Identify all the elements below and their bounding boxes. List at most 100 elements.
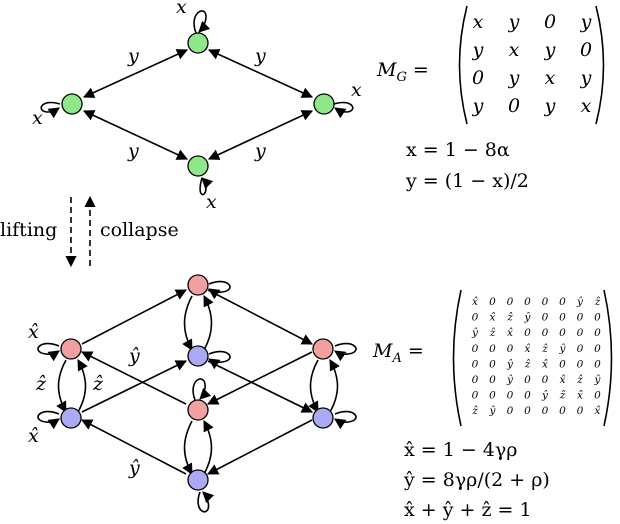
- matrix-ma-cell-6-7: 0: [594, 390, 601, 402]
- node-bottom: [187, 155, 209, 177]
- matrix-ma-cell-2-0: ŷ: [471, 326, 479, 339]
- edge-midred-botblue-a: [182, 420, 193, 475]
- matrix-ma-cell-6-4: ŷ: [541, 389, 549, 402]
- matrix-ma-cell-6-2: 0: [507, 390, 514, 402]
- matrix-ma-cell-0-2: 0: [507, 296, 514, 308]
- matrix-ma-cell-5-0: 0: [472, 374, 479, 386]
- matrix-ma-cell-6-5: ẑ: [559, 389, 566, 402]
- matrix-mg-cell-3-2: y: [544, 95, 556, 117]
- matrix-ma-cell-5-7: ŷ: [594, 373, 602, 386]
- matrix-ma-cell-5-4: 0: [542, 374, 549, 386]
- equation-sum-hat: x̂ + ŷ + ẑ = 1: [404, 499, 532, 521]
- collapse-label: collapse: [100, 219, 179, 241]
- node-top-red: [187, 274, 209, 296]
- loop-label-left: x: [32, 107, 43, 129]
- matrix-ma-cell-7-5: 0: [559, 405, 566, 417]
- loop-right: [333, 101, 354, 119]
- matrix-mg-cell-1-0: y: [472, 39, 484, 61]
- matrix-mg-cell-3-1: 0: [508, 95, 520, 117]
- label-z-hat-right: ẑ: [92, 373, 104, 395]
- edge-top-right: [207, 49, 314, 98]
- matrix-ma-cell-2-4: 0: [542, 327, 549, 339]
- matrix-ma-cell-6-1: 0: [489, 390, 496, 402]
- top-graph: y y y y x x x x: [32, 0, 362, 213]
- node-mid-red: [187, 399, 209, 421]
- node-left-red: [60, 338, 82, 360]
- matrix-ma-cell-0-5: 0: [559, 296, 566, 308]
- matrix-mg-cell-2-2: x: [545, 67, 556, 89]
- matrix-mg-right-paren: [595, 5, 605, 125]
- node-mid-blue: [187, 345, 209, 367]
- label-x-hat-top: x̂: [28, 321, 39, 343]
- node-top: [187, 32, 209, 54]
- node-right-blue: [312, 407, 334, 429]
- matrix-ma-right-paren: [603, 289, 613, 427]
- matrix-ma-cell-1-5: 0: [559, 312, 566, 324]
- matrix-mg-cell-0-3: y: [580, 11, 592, 33]
- lifting-label: lifting: [0, 219, 57, 241]
- matrix-ma-cell-7-0: ẑ: [471, 404, 478, 417]
- edge-label-top-left: y: [127, 45, 139, 67]
- edge-midblue-topred-b: [203, 295, 214, 351]
- edge-topred-midblue-a: [182, 295, 193, 351]
- matrix-ma-cell-4-1: 0: [489, 358, 496, 370]
- loop-rblue: [334, 410, 357, 430]
- matrix-mg-cell-1-3: 0: [580, 39, 592, 61]
- matrix-ma-cell-7-3: 0: [524, 405, 531, 417]
- loop-topred: [208, 280, 231, 300]
- matrix-ma-cell-2-3: 0: [524, 327, 531, 339]
- loop-bottom: [199, 177, 214, 196]
- matrix-mg-name: MG=: [376, 59, 429, 85]
- edge-midblue-rblue: [207, 360, 314, 413]
- matrix-ma-cell-1-4: 0: [542, 312, 549, 324]
- edge-lblue-lred-b: [77, 359, 88, 413]
- loop-label-right: x: [351, 79, 362, 101]
- edge-midred-lred: [80, 351, 187, 405]
- edge-label-top-right: y: [254, 45, 266, 67]
- matrix-mg-cell-3-0: y: [472, 95, 484, 117]
- node-bottom-blue: [187, 469, 209, 491]
- matrix-ma-cell-1-3: ŷ: [524, 311, 532, 324]
- matrix-ma-cell-7-2: 0: [507, 405, 514, 417]
- matrix-ma-cell-5-5: x̂: [560, 374, 566, 386]
- node-left-blue: [60, 407, 82, 429]
- loop-lred: [37, 342, 60, 362]
- matrix-mg-cell-1-1: x: [509, 39, 520, 61]
- matrix-ma-cell-3-0: 0: [472, 343, 479, 355]
- matrix-ma-name: MA=: [372, 340, 424, 366]
- matrix-ma-cell-4-5: 0: [559, 358, 566, 370]
- edge-topred-rred: [207, 289, 313, 345]
- matrix-ma-left-paren: [452, 289, 462, 427]
- matrix-ma-cell-6-6: x̂: [577, 390, 583, 402]
- loop-rred: [334, 342, 357, 362]
- loop-midred: [192, 378, 212, 401]
- loop-botblue: [197, 491, 215, 513]
- matrix-mg-cell-2-0: 0: [472, 67, 484, 89]
- matrix-ma-cell-7-7: x̂: [595, 405, 601, 417]
- matrix-ma-cell-0-1: 0: [489, 296, 496, 308]
- edge-botblue-midred-b: [203, 420, 214, 475]
- equation-y-hat: ŷ = 8γρ/(2 + ρ): [403, 469, 550, 491]
- loop-midblue: [208, 350, 231, 370]
- matrix-ma-cell-7-6: 0: [577, 405, 584, 417]
- edge-lblue-midblue: [81, 360, 188, 413]
- edge-label-bottom-right: y: [254, 140, 266, 162]
- matrix-ma-cell-4-4: x̂: [542, 358, 548, 370]
- loop-lblue: [37, 410, 60, 430]
- matrix-ma-cell-4-6: 0: [577, 358, 584, 370]
- edge-left-bottom: [82, 110, 189, 160]
- matrix-ma-cell-7-1: ŷ: [489, 404, 497, 417]
- matrix-ma-cell-2-2: x̂: [507, 327, 513, 339]
- edge-botblue-lblue: [81, 419, 187, 475]
- matrix-ma-cell-3-3: x̂: [525, 343, 531, 355]
- matrix-ma-cell-3-1: 0: [489, 343, 496, 355]
- matrix-ma-cell-5-6: ẑ: [576, 373, 583, 386]
- bottom-graph: x̂ x̂ ẑ ẑ ŷ ŷ: [28, 274, 357, 513]
- matrix-ma-cell-1-1: x̂: [490, 312, 496, 324]
- matrix-ma-cell-6-3: 0: [524, 390, 531, 402]
- lifting-collapse-arrows: lifting collapse: [0, 195, 179, 268]
